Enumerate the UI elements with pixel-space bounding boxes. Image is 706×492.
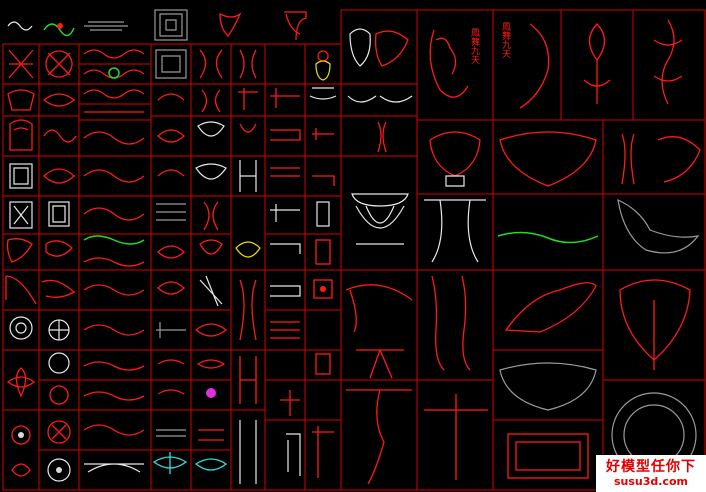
column-4-ornaments bbox=[152, 49, 188, 474]
top-strip-ornaments bbox=[7, 9, 307, 41]
column-9-ornaments bbox=[345, 28, 413, 485]
watermark-badge: 好模型任你下 susu3d.com bbox=[596, 455, 706, 492]
column-10-ornaments: 鳳舞九天 bbox=[424, 28, 488, 480]
column-7-ornaments bbox=[270, 88, 301, 476]
vertical-text-2: 鳳舞九天 bbox=[500, 22, 511, 59]
watermark-title: 好模型任你下 bbox=[606, 459, 696, 475]
column-3-friezes bbox=[83, 49, 145, 473]
column-11-ornaments: 鳳舞九天 bbox=[497, 22, 599, 479]
watermark-url: susu3d.com bbox=[613, 475, 688, 488]
column-12-ornaments bbox=[583, 19, 701, 478]
catalog-grid bbox=[2, 9, 706, 491]
column-8-ornaments bbox=[309, 50, 337, 478]
column-6-ornaments bbox=[235, 49, 261, 484]
column-2-ornaments bbox=[41, 50, 77, 482]
vertical-text-1: 鳳舞九天 bbox=[469, 28, 480, 65]
column-1-ornaments bbox=[5, 49, 37, 477]
column-5-ornaments bbox=[194, 49, 228, 471]
